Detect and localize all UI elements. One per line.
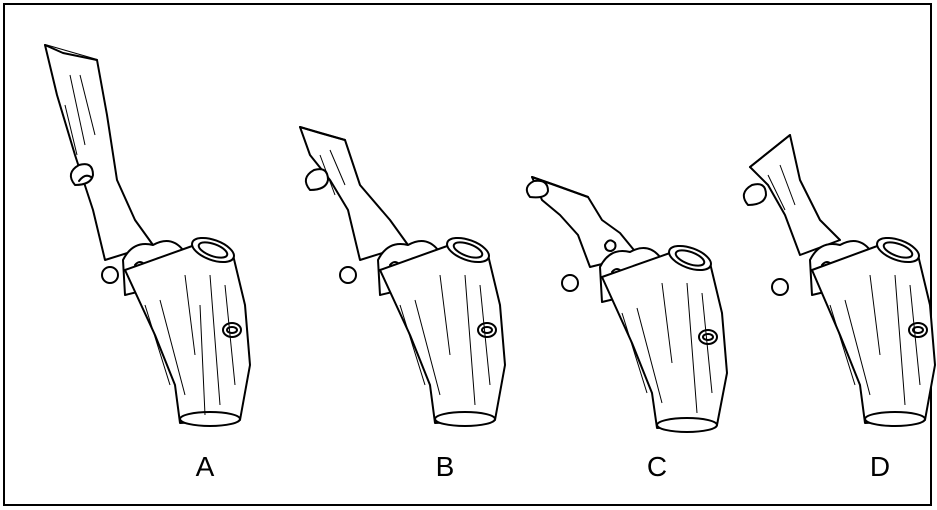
panel-label-b: B [425,451,465,483]
branch-illustration-a [35,5,255,465]
figure-frame: A B C D [3,3,932,506]
panel-label-c: C [637,451,677,483]
specimen-c [520,5,740,465]
branch-illustration-c [520,5,740,465]
branch-illustration-d [740,5,937,465]
branch-illustration-b [290,5,510,465]
panel-label-d: D [860,451,900,483]
specimen-b [290,5,510,465]
panel-label-a: A [185,451,225,483]
specimen-d [740,5,937,465]
specimen-a [35,5,255,465]
